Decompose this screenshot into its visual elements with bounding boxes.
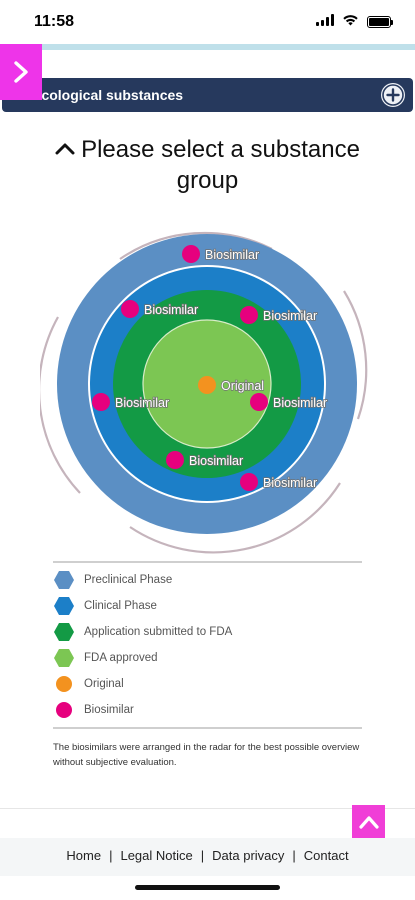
radar-point-label: Biosimilar [205, 248, 259, 262]
legend-label: Biosimilar [84, 704, 134, 716]
page-title-text: Please select a substance group [81, 136, 360, 194]
radar-legend: Preclinical Phase Clinical Phase Applica… [53, 561, 362, 770]
original-marker [198, 376, 216, 394]
radar-point-label: Biosimilar [144, 303, 198, 317]
footer-separator: | [109, 848, 113, 863]
plus-circle-icon [382, 84, 404, 106]
radar-point-label: Biosimilar [263, 309, 317, 323]
menu-toggle-button[interactable] [0, 44, 42, 100]
radar-point-label: Biosimilar [273, 396, 327, 410]
radar-point-label: Biosimilar [115, 396, 169, 410]
legend-list: Preclinical Phase Clinical Phase Applica… [53, 563, 362, 727]
biosimilar-marker [240, 473, 258, 491]
footer-link-contact[interactable]: Contact [303, 848, 349, 863]
legend-label: Original [84, 678, 124, 690]
biosimilar-marker [166, 451, 184, 469]
legend-item[interactable]: Preclinical Phase [53, 567, 362, 593]
status-bar: 11:58 [0, 0, 415, 44]
footer-separator: | [292, 848, 296, 863]
hexagon-icon [53, 647, 75, 669]
hexagon-icon [53, 621, 75, 643]
radar-point-biosimilar[interactable]: Biosimilar [166, 451, 244, 469]
status-time: 11:58 [34, 13, 75, 30]
biosimilar-marker [92, 393, 110, 411]
radar-point-label: Original [221, 379, 264, 393]
radar-outer-arc [343, 290, 368, 420]
radar-point-biosimilar[interactable]: Biosimilar [182, 245, 260, 263]
section-title: Oncological substances [22, 87, 184, 103]
biosimilar-marker [182, 245, 200, 263]
legend-label: FDA approved [84, 652, 158, 664]
legend-item[interactable]: Application submitted to FDA [53, 619, 362, 645]
footer-divider [0, 808, 415, 809]
chevron-right-icon [14, 61, 28, 83]
radar-point-biosimilar[interactable]: Biosimilar [240, 306, 318, 324]
chevron-up-icon [358, 815, 379, 829]
radar-outer-arc [37, 316, 81, 494]
legend-item[interactable]: FDA approved [53, 645, 362, 671]
radar-point-biosimilar[interactable]: Biosimilar [121, 300, 199, 318]
radar-point-biosimilar[interactable]: Biosimilar [250, 393, 328, 411]
legend-item[interactable]: Original [53, 671, 362, 697]
page-title[interactable]: Please select a substance group [30, 134, 385, 196]
footer-separator: | [200, 848, 205, 863]
wifi-icon [342, 13, 359, 31]
scroll-to-top-button[interactable] [352, 805, 385, 838]
footer-link-data-privacy[interactable]: Data privacy [212, 848, 285, 863]
top-accent-bar [0, 44, 415, 50]
hexagon-icon [53, 595, 75, 617]
chevron-up-icon [55, 143, 75, 155]
footer [0, 838, 415, 876]
footer-links: Home | Legal Notice | Data privacy | Con… [0, 848, 415, 863]
biosimilar-marker [250, 393, 268, 411]
legend-divider [53, 727, 362, 729]
legend-label: Preclinical Phase [84, 574, 173, 586]
legend-divider [53, 561, 362, 563]
radar-point-label: Biosimilar [263, 476, 317, 490]
legend-label: Clinical Phase [84, 600, 157, 612]
radar-point-biosimilar[interactable]: Biosimilar [240, 473, 318, 491]
home-indicator [135, 885, 280, 890]
section-header-bar[interactable]: Oncological substances [2, 78, 413, 112]
radar-point-original[interactable]: Original [198, 376, 265, 394]
battery-icon [367, 16, 393, 28]
circle-icon [53, 699, 75, 721]
expand-section-button[interactable] [381, 83, 405, 107]
radar-point-label: Biosimilar [189, 454, 243, 468]
legend-item[interactable]: Clinical Phase [53, 593, 362, 619]
hexagon-icon [53, 569, 75, 591]
footer-link-home[interactable]: Home [66, 848, 102, 863]
status-icons [316, 13, 393, 31]
biosimilar-marker [121, 300, 139, 318]
circle-icon [53, 673, 75, 695]
legend-item[interactable]: Biosimilar [53, 697, 362, 723]
biosimilar-marker [240, 306, 258, 324]
legend-note: The biosimilars were arranged in the rad… [53, 742, 360, 768]
footer-link-legal-notice[interactable]: Legal Notice [120, 848, 193, 863]
radar-outer-arc [119, 231, 273, 260]
radar-outer-arc [129, 482, 341, 554]
signal-icon [316, 13, 334, 31]
legend-label: Application submitted to FDA [84, 626, 233, 638]
radar-point-biosimilar[interactable]: Biosimilar [92, 393, 170, 411]
